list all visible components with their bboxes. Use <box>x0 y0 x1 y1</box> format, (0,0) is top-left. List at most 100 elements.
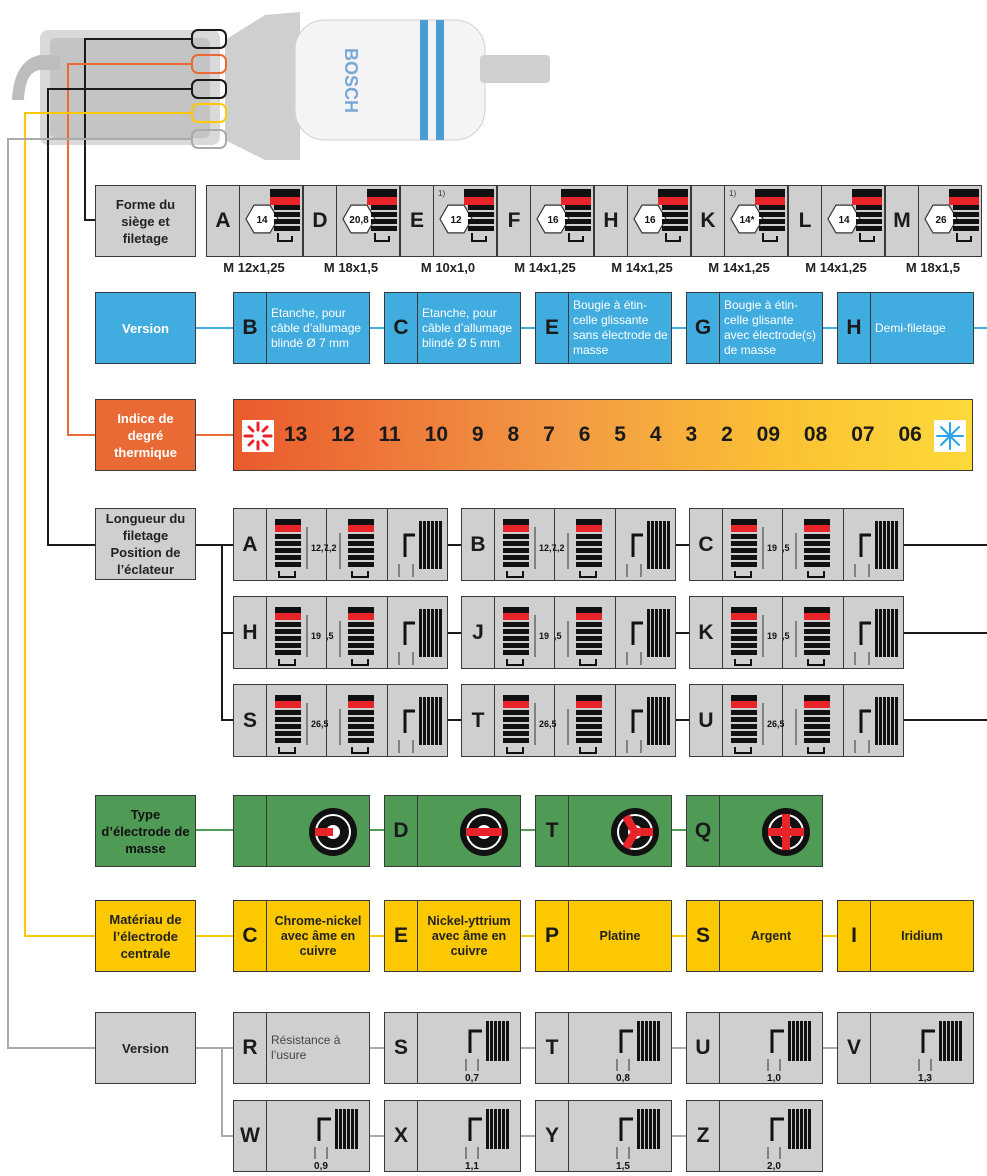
heat-value: 3 <box>685 423 698 446</box>
electrode-option-q[interactable]: Q <box>686 795 823 867</box>
seat-option-h[interactable]: H 16 <box>594 185 691 257</box>
material-option-i[interactable]: I Iridium <box>837 900 974 972</box>
svg-text:12,7: 12,7 <box>539 543 556 553</box>
category-label: Version <box>122 1040 169 1056</box>
category-label: Forme du siège et filetage <box>115 196 176 246</box>
spark-position-diagram: 8 <box>616 597 675 670</box>
svg-text:17,5: 17,5 <box>783 631 790 641</box>
thread-size-label: M 14x1,25 <box>514 260 576 275</box>
option-code: V <box>838 1013 871 1083</box>
option-code: I <box>838 901 871 971</box>
option-code: G <box>687 293 720 363</box>
thread-length-diagram: 26,5 <box>723 685 784 756</box>
heat-value: 4 <box>649 423 662 446</box>
option-description: Bougie à étin-celle glissante sans élect… <box>573 298 668 357</box>
seat-diagram: 12 1) <box>434 186 496 256</box>
svg-text:0,7: 0,7 <box>465 1073 479 1084</box>
length-diagrams: 26,5255 <box>267 685 447 758</box>
svg-text:16: 16 <box>644 215 656 226</box>
length-option-k[interactable]: K1917,54 <box>689 596 904 670</box>
thread-length-diagram: 12,7 <box>495 509 556 580</box>
electrode-option-none[interactable] <box>233 795 370 867</box>
option-code: F <box>498 186 531 256</box>
electrode-option-d[interactable]: D <box>384 795 521 867</box>
length-option-s[interactable]: S26,5255 <box>233 684 448 758</box>
cold-icon <box>934 420 966 452</box>
length-option-c[interactable]: C1917,51 <box>689 508 904 582</box>
length-option-u[interactable]: U26,5259 <box>689 684 904 758</box>
seat-option-d[interactable]: D 20,8 <box>303 185 400 257</box>
svg-text:1): 1) <box>729 189 736 198</box>
thread-length-diagram-2: 17,5 <box>783 509 844 580</box>
option-description: Nickel-yttrium avec âme en cuivre <box>427 913 511 958</box>
option-description: Chrome-nickel avec âme en cuivre <box>274 913 362 958</box>
option-code: J <box>462 597 495 668</box>
option-code: U <box>687 1013 720 1083</box>
svg-text:9: 9 <box>858 757 863 758</box>
svg-text:*11,2: *11,2 <box>327 543 337 553</box>
brand-logo: BOSCH <box>341 48 361 113</box>
svg-text:14*: 14* <box>739 215 754 226</box>
length-option-t[interactable]: T26,5257 <box>461 684 676 758</box>
thread-length-diagram: 26,5 <box>495 685 556 756</box>
category-seat: Forme du siège et filetage <box>95 185 196 257</box>
electrode-diagram <box>720 796 822 866</box>
thread-length-diagram-2: 17,5 <box>783 597 844 668</box>
svg-text:0,8: 0,8 <box>616 1073 630 1084</box>
option-code: D <box>304 186 337 256</box>
length-diagrams: 12,7*11,23 <box>495 509 675 582</box>
svg-text:*11,2: *11,2 <box>555 543 565 553</box>
option-code: S <box>234 685 267 756</box>
length-option-j[interactable]: J1917,58 <box>461 596 676 670</box>
length-option-b[interactable]: B12,7*11,23 <box>461 508 676 582</box>
category-heat: Indice de degré thermique <box>95 399 196 471</box>
svg-text:17,5: 17,5 <box>327 631 334 641</box>
option-code: T <box>462 685 495 756</box>
length-diagrams: 1917,57 <box>267 597 447 670</box>
length-option-h[interactable]: H1917,57 <box>233 596 448 670</box>
heat-value: 8 <box>507 423 520 446</box>
option-code: C <box>234 901 267 971</box>
svg-text:20,8: 20,8 <box>349 215 369 226</box>
svg-text:19: 19 <box>767 631 777 641</box>
option-description: Etanche, pour câble d’allumage blindé Ø … <box>422 305 513 350</box>
spark-position-diagram: 1 <box>388 509 447 582</box>
category-version: Version <box>95 292 196 364</box>
thread-size-label: M 18x1,5 <box>323 260 379 275</box>
svg-text:1,5: 1,5 <box>616 1161 630 1172</box>
option-code: H <box>595 186 628 256</box>
option-description: Bougie à étin-celle glisante avec électr… <box>724 298 817 357</box>
heat-value: 7 <box>543 423 555 446</box>
electrode-diagram <box>418 796 520 866</box>
electrode-option-t[interactable]: T <box>535 795 672 867</box>
option-description: Iridium <box>901 928 943 943</box>
length-option-a[interactable]: A12,7*11,21 <box>233 508 448 582</box>
option-description: Platine <box>599 928 641 943</box>
seat-diagram: 26 <box>919 186 981 256</box>
